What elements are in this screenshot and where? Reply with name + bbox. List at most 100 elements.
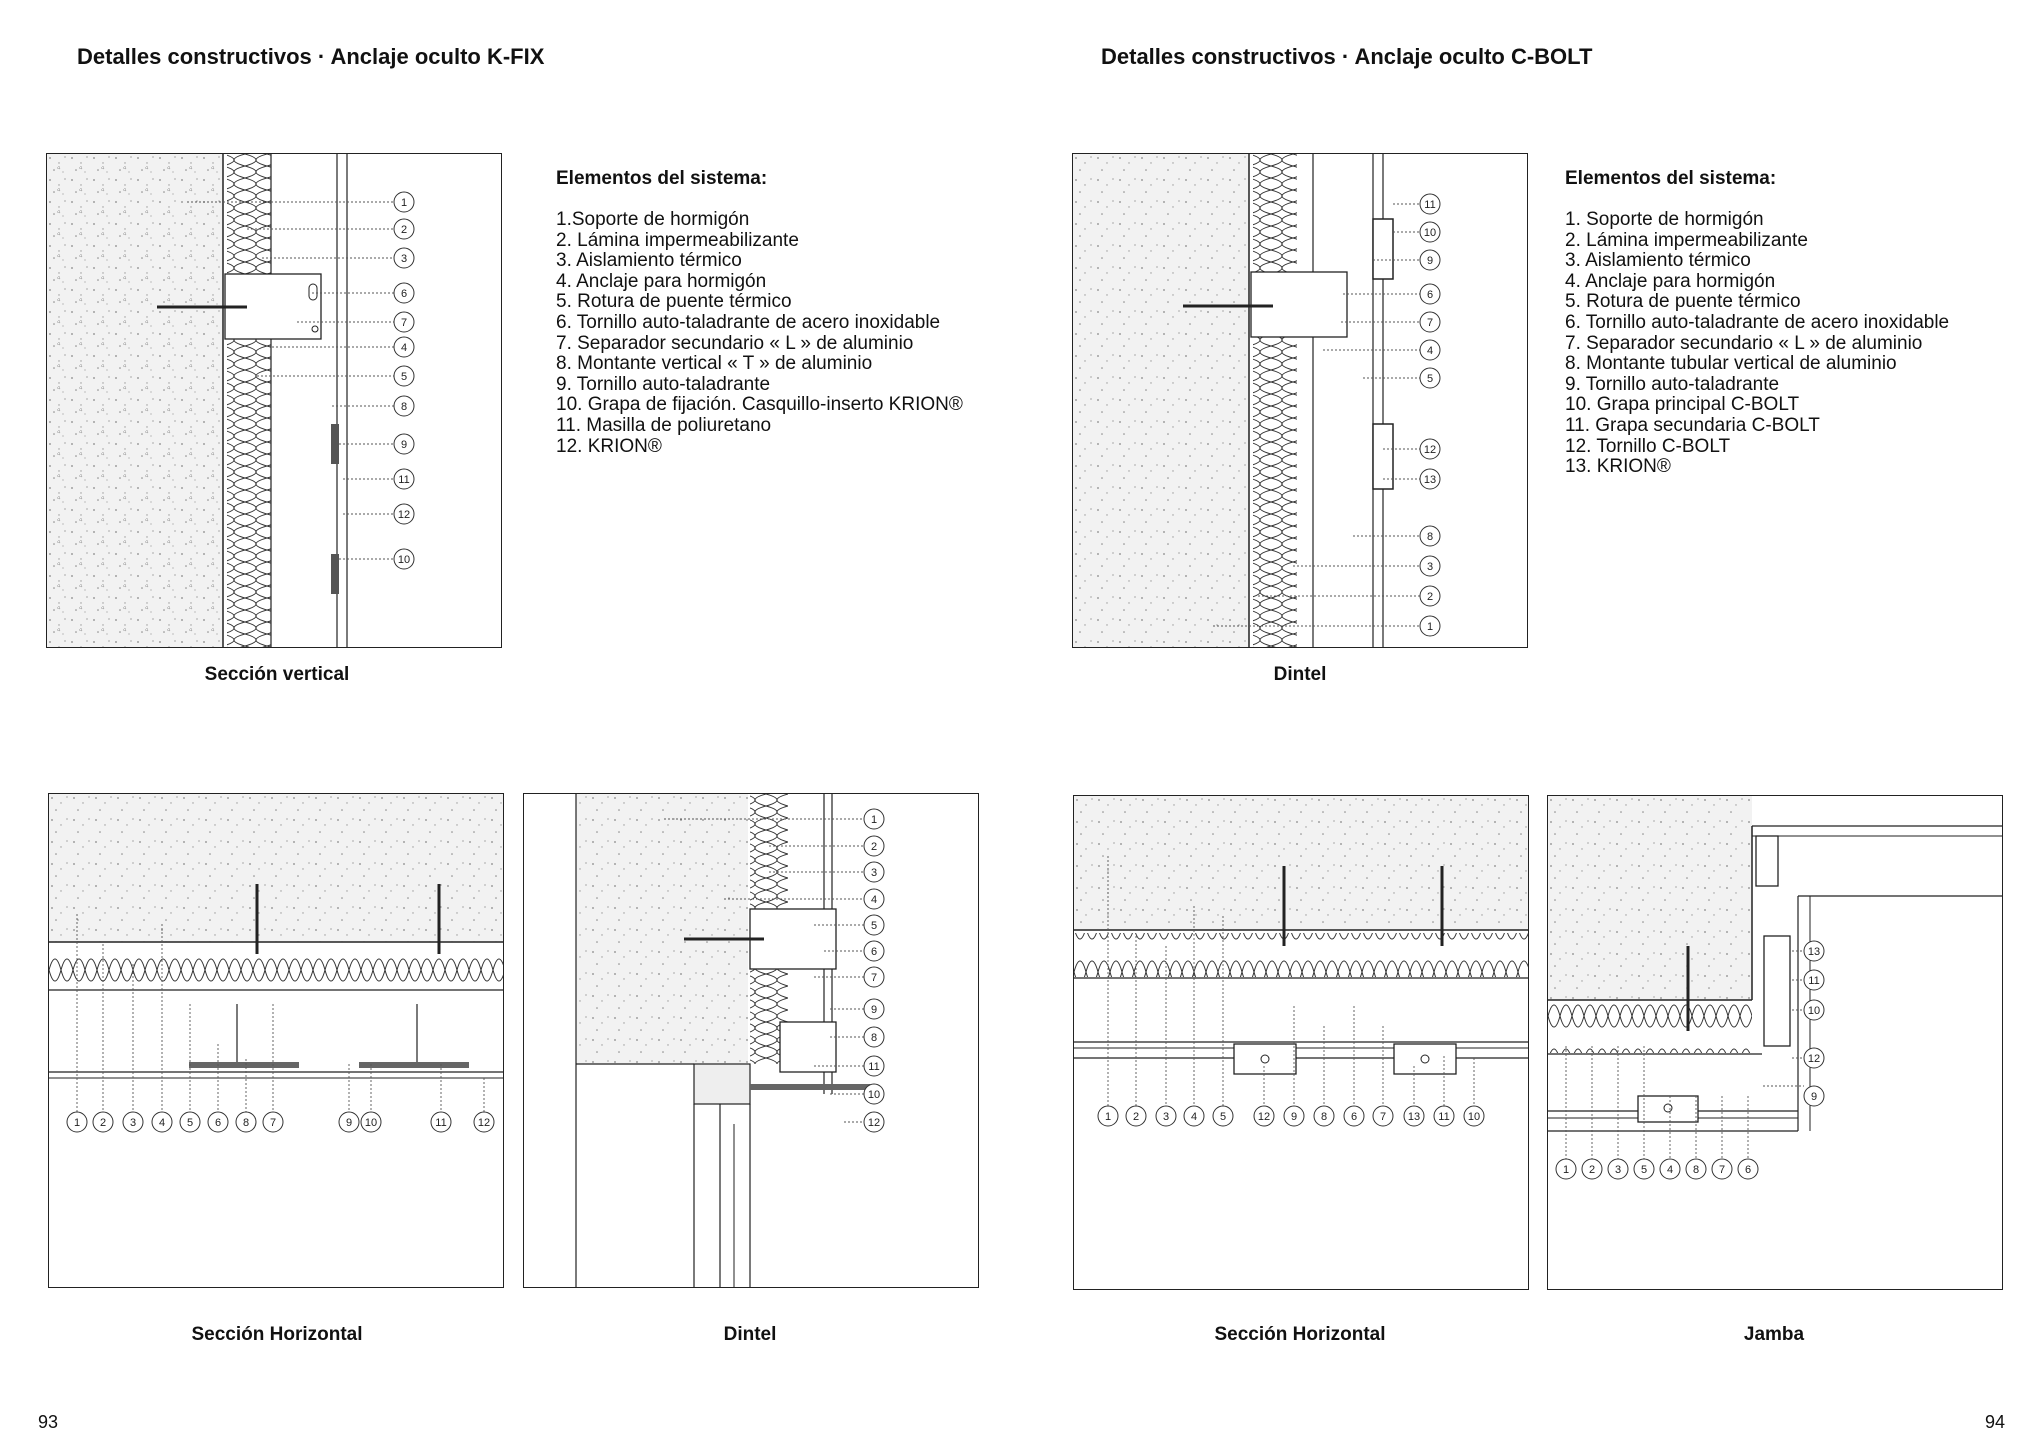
callout: 12 <box>1808 1053 1820 1065</box>
legend-item: 9. Tornillo auto-taladrante <box>1565 373 1780 395</box>
callout: 4 <box>159 1117 165 1129</box>
callout: 5 <box>1427 373 1433 385</box>
callout: 3 <box>130 1117 136 1129</box>
right-legend-list: 1. Soporte de hormigón 2. Lámina imperme… <box>1565 209 1949 478</box>
callout: 6 <box>871 946 877 958</box>
callout: 4 <box>1191 1111 1197 1123</box>
callout: 3 <box>401 253 407 265</box>
right-page-number: 94 <box>1985 1412 2006 1432</box>
callout: 8 <box>401 401 407 413</box>
legend-item: 1. Soporte de hormigón <box>1565 209 1764 230</box>
kfix-horizontal-section-caption: Sección Horizontal <box>191 1324 363 1345</box>
callout: 3 <box>1427 561 1433 573</box>
kfix-lintel-drawing: 1 2 3 4 5 6 7 9 8 11 10 12 <box>523 793 979 1288</box>
legend-item: 5. Rotura de puente térmico <box>1565 291 1801 313</box>
legend-item: 12. Tornillo C-BOLT <box>1565 435 1731 457</box>
callout: 11 <box>868 1061 879 1073</box>
callout: 12 <box>1424 444 1436 456</box>
kfix-vertical-section-drawing: 1 2 3 6 7 4 5 8 9 11 12 10 <box>46 153 502 648</box>
callout: 10 <box>398 554 410 566</box>
callout: 3 <box>1163 1111 1169 1123</box>
legend-item: 6. Tornillo auto-taladrante de acero ino… <box>556 311 941 333</box>
callout: 10 <box>1468 1111 1480 1123</box>
callout: 12 <box>478 1117 490 1129</box>
callout: 7 <box>871 972 877 984</box>
callout: 2 <box>401 224 407 236</box>
legend-item: 4. Anclaje para hormigón <box>1565 270 1776 292</box>
callout: 13 <box>1408 1111 1420 1123</box>
callout: 10 <box>1424 227 1436 239</box>
callout: 1 <box>401 197 407 209</box>
legend-item: 3. Aislamiento térmico <box>1565 250 1751 272</box>
callout: 5 <box>871 920 877 932</box>
left-page-title: Detalles constructivos · Anclaje oculto … <box>77 44 545 69</box>
callout: 11 <box>1808 975 1819 987</box>
callout: 5 <box>1220 1111 1226 1123</box>
callout: 8 <box>871 1032 877 1044</box>
legend-item: 1.Soporte de hormigón <box>556 209 750 230</box>
cbolt-jamb-caption: Jamba <box>1743 1324 1805 1345</box>
left-page-number: 93 <box>38 1412 59 1432</box>
callout: 8 <box>1693 1164 1699 1176</box>
callout: 13 <box>1808 946 1820 958</box>
callout: 2 <box>100 1117 106 1129</box>
left-legend-list: 1.Soporte de hormigón 2. Lámina impermea… <box>556 209 963 457</box>
callout: 13 <box>1424 474 1436 486</box>
callout: 6 <box>215 1117 221 1129</box>
callout: 11 <box>1438 1111 1449 1123</box>
legend-item: 11. Masilla de poliuretano <box>556 414 772 436</box>
legend-item: 9. Tornillo auto-taladrante <box>556 373 771 395</box>
callout: 7 <box>1719 1164 1725 1176</box>
cbolt-horizontal-section-drawing: 1 2 3 4 5 12 9 8 6 7 13 11 10 <box>1073 795 1529 1290</box>
callout: 4 <box>1667 1164 1673 1176</box>
callout: 5 <box>1641 1164 1647 1176</box>
callout: 11 <box>398 474 409 486</box>
callout: 4 <box>1427 345 1433 357</box>
cbolt-horizontal-section-caption: Sección Horizontal <box>1214 1324 1386 1345</box>
legend-item: 8. Montante vertical « T » de aluminio <box>556 353 873 375</box>
callout: 1 <box>1563 1164 1569 1176</box>
callout: 7 <box>270 1117 276 1129</box>
legend-item: 2. Lámina impermeabilizante <box>1565 229 1808 251</box>
callout: 2 <box>1133 1111 1139 1123</box>
callout: 8 <box>243 1117 249 1129</box>
callout: 6 <box>1427 289 1433 301</box>
callout: 11 <box>435 1117 446 1129</box>
callout: 3 <box>1615 1164 1621 1176</box>
legend-item: 5. Rotura de puente térmico <box>556 291 792 313</box>
callout: 9 <box>401 439 407 451</box>
callout: 7 <box>1427 317 1433 329</box>
legend-item: 11. Grapa secundaria C-BOLT <box>1565 414 1820 436</box>
callout: 8 <box>1427 531 1433 543</box>
callout: 9 <box>1427 255 1433 267</box>
legend-item: 10. Grapa de fijación. Casquillo-inserto… <box>556 394 963 416</box>
callout: 10 <box>365 1117 377 1129</box>
callout: 9 <box>1811 1091 1817 1103</box>
callout: 4 <box>871 894 877 906</box>
callout: 5 <box>401 371 407 383</box>
callout: 2 <box>871 841 877 853</box>
legend-item: 4. Anclaje para hormigón <box>556 270 767 292</box>
cbolt-lintel-drawing: 11 10 9 6 7 4 5 12 13 8 3 2 1 <box>1072 153 1528 648</box>
callout: 1 <box>1427 621 1433 633</box>
legend-item: 2. Lámina impermeabilizante <box>556 229 799 251</box>
callout: 7 <box>1380 1111 1386 1123</box>
callout: 2 <box>1589 1164 1595 1176</box>
right-legend-title: Elementos del sistema: <box>1565 168 1777 189</box>
cbolt-lintel-caption: Dintel <box>1273 664 1327 685</box>
callout: 7 <box>401 317 407 329</box>
legend-item: 10. Grapa principal C-BOLT <box>1565 394 1800 416</box>
legend-item: 13. KRION® <box>1565 456 1671 478</box>
callout: 2 <box>1427 591 1433 603</box>
callout: 4 <box>401 342 407 354</box>
callout: 1 <box>871 814 877 826</box>
legend-item: 3. Aislamiento térmico <box>556 250 742 272</box>
callout: 12 <box>398 509 410 521</box>
callout: 11 <box>1424 199 1435 211</box>
callout: 9 <box>871 1004 877 1016</box>
callout: 8 <box>1321 1111 1327 1123</box>
legend-item: 7. Separador secundario « L » de alumini… <box>556 332 914 354</box>
kfix-horizontal-section-drawing: 1 2 3 4 5 6 8 7 9 10 11 12 <box>48 793 504 1288</box>
callout: 1 <box>74 1117 80 1129</box>
callout: 6 <box>1351 1111 1357 1123</box>
